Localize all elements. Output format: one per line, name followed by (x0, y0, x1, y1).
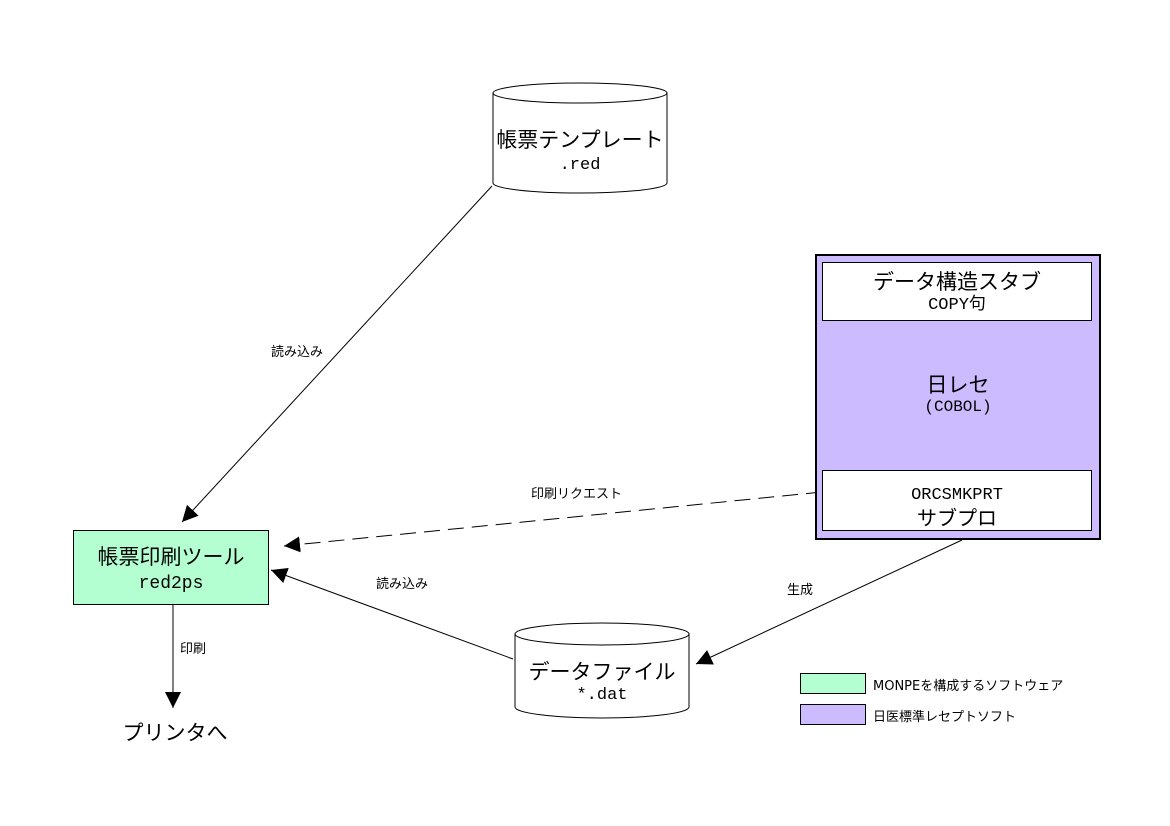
nichirese-language: (COBOL) (924, 398, 992, 416)
legend-label-monpe: MONPEを構成するソフトウェア (873, 679, 1064, 694)
template-title: 帳票テンプレート (496, 128, 664, 152)
arrow-datafile-to-tool (270, 568, 514, 660)
edge-label-read-datafile: 読み込み (376, 577, 429, 592)
datafile-title: データファイル (528, 660, 676, 684)
nichirese-title: 日レセ (926, 373, 990, 397)
print-tool-command: red2ps (138, 574, 204, 594)
legend-swatch-nichirese (800, 704, 866, 725)
arrow-generate (695, 539, 963, 665)
printer-label: プリンタへ (122, 721, 228, 745)
edge-label-print: 印刷 (180, 642, 207, 657)
datafile-extension: *.dat (576, 686, 628, 705)
subprogram-box (822, 470, 1092, 531)
data-stub-title: データ構造スタブ (873, 270, 1041, 294)
edge-label-print-request: 印刷リクエスト (531, 487, 623, 502)
subprogram-code: ORCSMKPRT (911, 486, 1003, 505)
subprogram-title: サブプロ (917, 506, 997, 530)
legend-swatch-monpe (800, 673, 866, 694)
template-cylinder (492, 82, 668, 194)
arrow-template-to-tool (181, 185, 493, 523)
data-stub-subtitle: COPY句 (928, 296, 986, 315)
edge-label-read-template: 読み込み (271, 345, 324, 360)
data-stub-box (822, 262, 1092, 321)
template-extension: .red (559, 156, 601, 175)
edge-label-generate: 生成 (787, 583, 814, 598)
legend-label-nichirese: 日医標準レセプトソフト (873, 710, 1017, 725)
print-tool-title: 帳票印刷ツール (97, 545, 245, 569)
arrow-print-request (283, 491, 823, 553)
print-tool-box (73, 530, 269, 605)
datafile-cylinder (514, 622, 690, 719)
